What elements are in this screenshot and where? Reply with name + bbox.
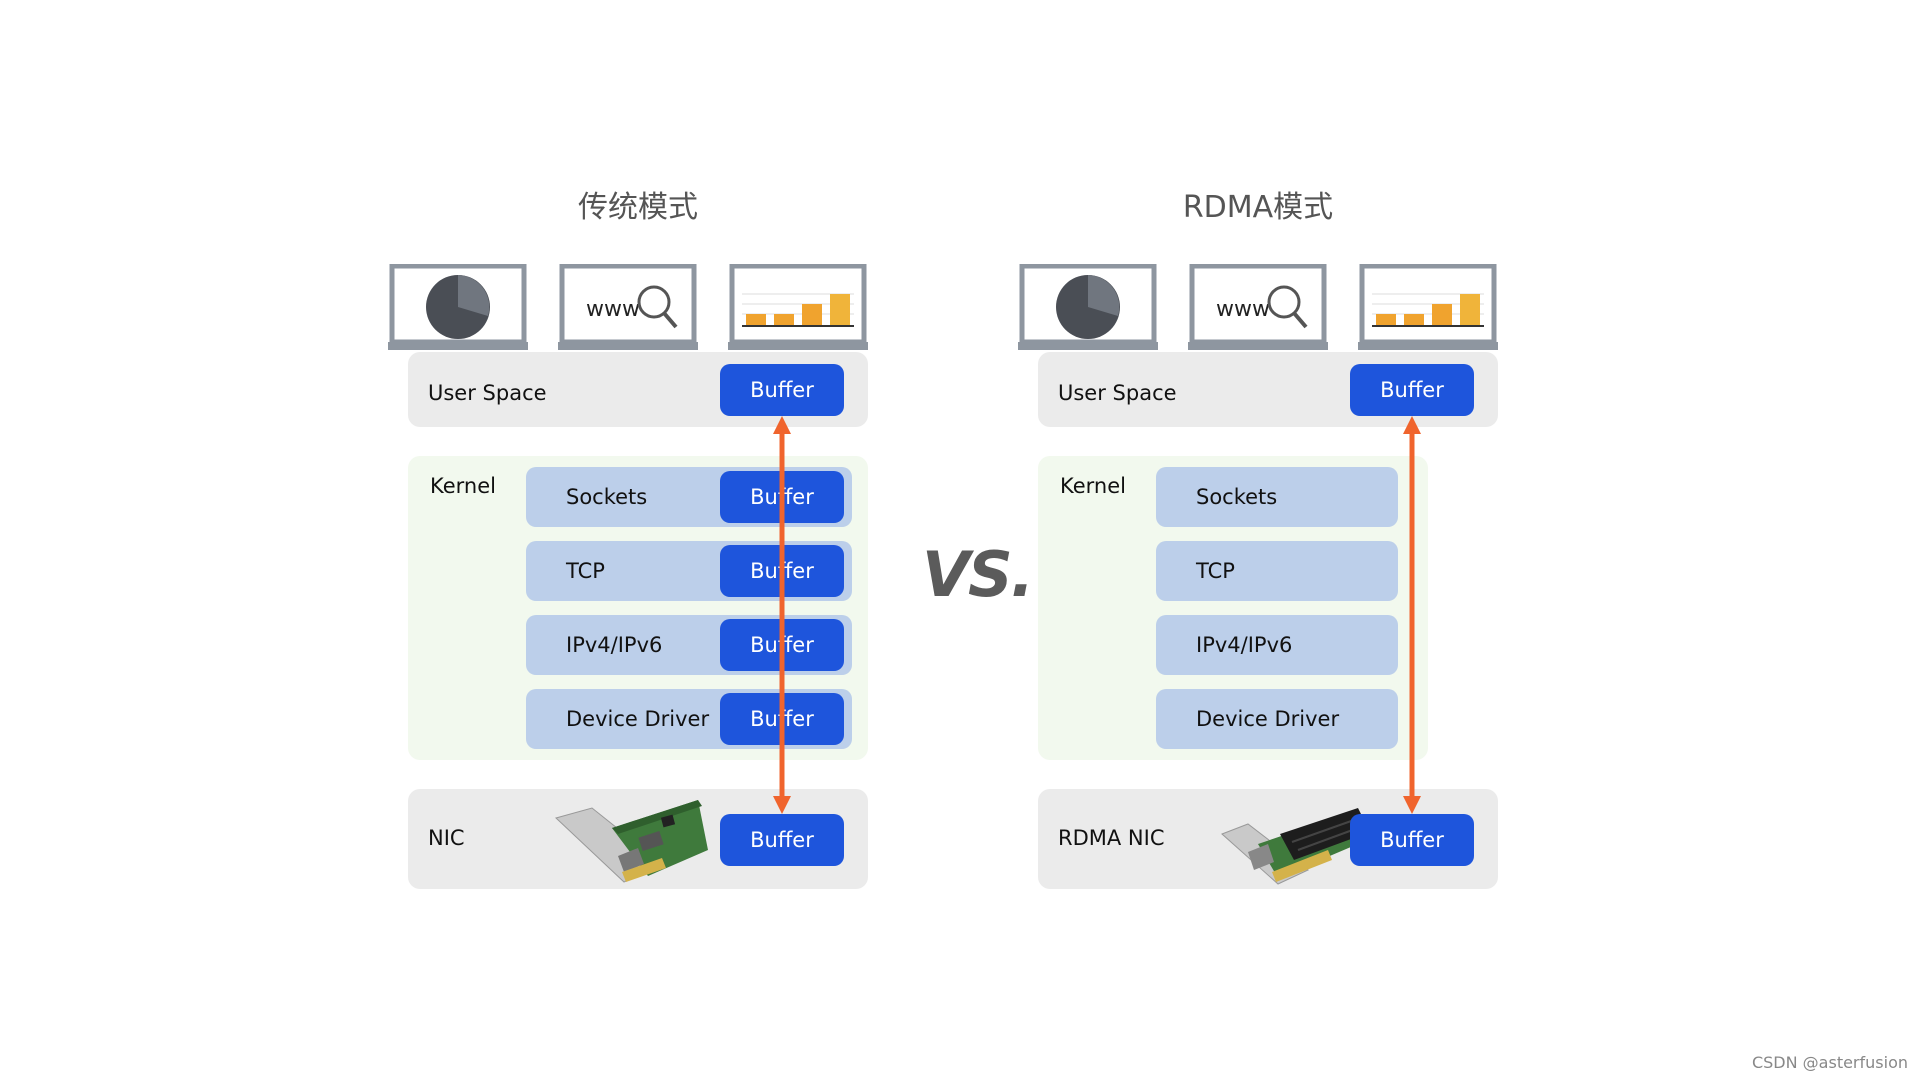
laptop-search-icon: www <box>1188 264 1328 350</box>
laptop-pie-icon <box>1018 264 1158 350</box>
left-nic-buffer: Buffer <box>720 814 844 866</box>
left-user-space-label: User Space <box>428 381 547 405</box>
laptop-pie-icon <box>388 264 528 350</box>
laptop-bar-chart-icon <box>728 264 868 350</box>
right-layer-ip: IPv4/IPv6 <box>1156 615 1398 675</box>
nic-card-icon <box>555 800 708 883</box>
right-layer-sockets: Sockets <box>1156 467 1398 527</box>
left-data-path-arrow <box>773 416 791 814</box>
svg-text:www: www <box>586 297 640 322</box>
right-kernel-label: Kernel <box>1060 474 1126 498</box>
left-nic-label: NIC <box>428 826 465 850</box>
right-user-buffer: Buffer <box>1350 364 1474 416</box>
right-layer-tcp: TCP <box>1156 541 1398 601</box>
right-nic-label: RDMA NIC <box>1058 826 1165 850</box>
right-nic-buffer: Buffer <box>1350 814 1474 866</box>
right-data-path-arrow <box>1403 416 1421 814</box>
right-user-space-label: User Space <box>1058 381 1177 405</box>
left-kernel-label: Kernel <box>430 474 496 498</box>
right-title: RDMA模式 <box>1182 190 1334 225</box>
vs-label: VS. <box>922 538 1034 611</box>
left-title: 传统模式 <box>578 190 698 225</box>
left-user-buffer: Buffer <box>720 364 844 416</box>
svg-text:www: www <box>1216 297 1270 322</box>
laptop-bar-chart-icon <box>1358 264 1498 350</box>
laptop-search-icon: www <box>558 264 698 350</box>
credit-watermark: CSDN @asterfusion <box>1751 1053 1908 1072</box>
rdma-nic-card-icon <box>1221 808 1372 885</box>
right-layer-device-driver: Device Driver <box>1156 689 1398 749</box>
